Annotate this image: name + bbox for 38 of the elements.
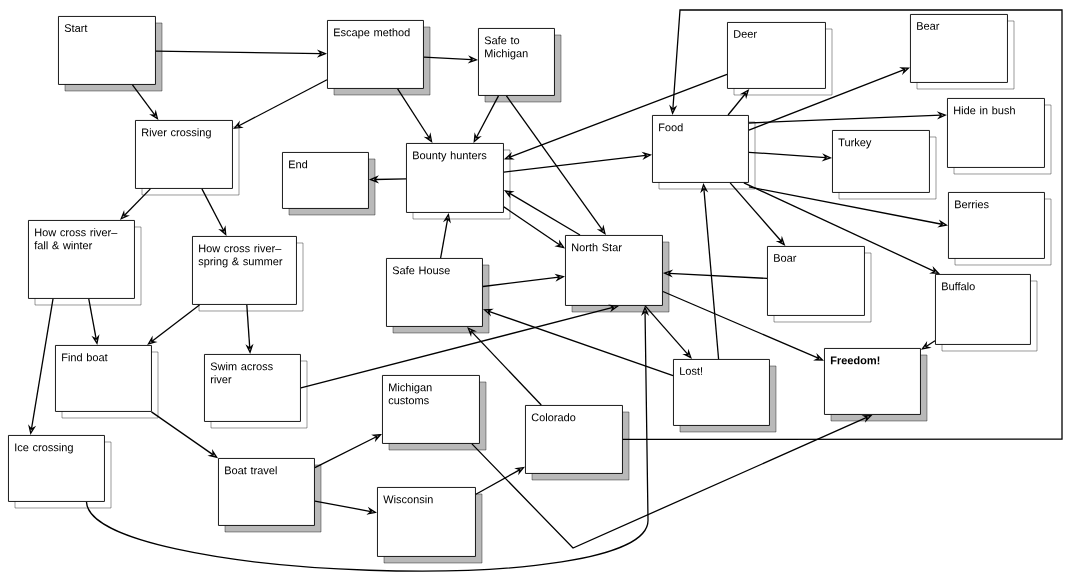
process-box: Ice crossing [8,435,112,509]
arrow [644,305,692,359]
process-box: Deer [727,22,833,96]
process-box: Michigan customs [382,375,487,451]
arrow [503,206,565,249]
arrow [622,9,1063,441]
arrow [662,290,824,361]
process-box: Turkey [832,130,937,200]
process-box: Colorado [525,405,630,481]
process-box: Wisconsin [377,487,483,564]
process-box: Boat travel [218,458,322,533]
process-box: Start [58,16,163,92]
process-box: Safe to Michigan [478,28,562,103]
arrow [505,95,606,235]
process-box: How cross river–fall & winter [28,220,142,306]
process-box: North Star [565,235,670,313]
arrow [147,304,201,345]
process-box: Bounty hunters [406,143,511,220]
arrow [397,88,433,143]
process-box: Buffalo [935,274,1038,352]
process-box: Find boat [55,345,159,419]
process-box: Food [652,115,756,190]
process-box: Boar [767,246,872,323]
process-box: Escape method [327,20,431,96]
process-box: Berries [948,192,1052,266]
process-box: Swim across river [204,354,308,429]
process-box: Bear [910,14,1015,90]
process-box: Lost! [673,359,777,433]
process-box: Safe House [386,258,490,334]
arrow [743,182,940,274]
process-box: Hide in bush [947,98,1052,175]
process-box: Freedom! [824,348,928,422]
arrow [201,188,227,236]
process-box: River crossing [135,120,240,196]
arrow [131,84,159,120]
process-box: How cross river–spring & summer [192,236,304,312]
arrow [473,95,500,143]
process-box: End [282,152,376,216]
